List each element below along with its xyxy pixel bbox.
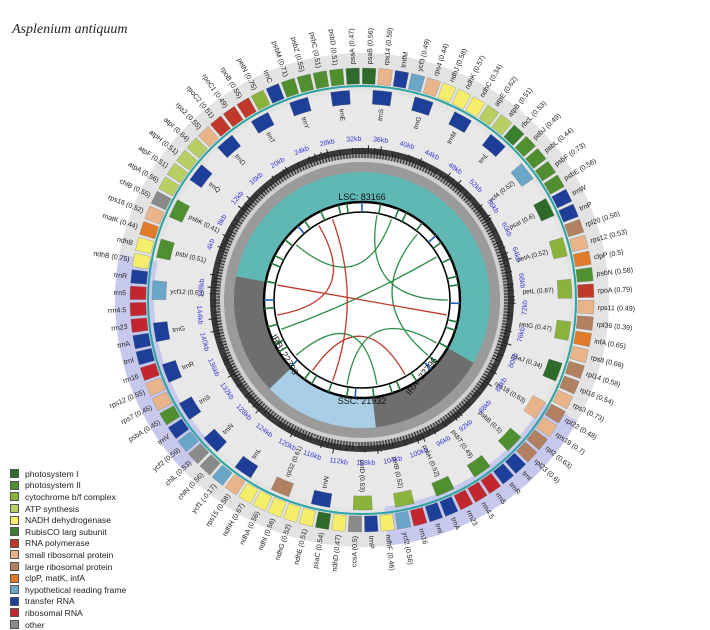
gene-label: ccsA (0.5) [351,536,359,567]
gene-block [578,300,594,314]
legend-label: hypothetical reading frame [25,585,126,595]
kb-tick-label: 108kb [356,460,375,467]
gene-block [378,69,393,86]
gene-block [554,320,571,340]
legend-swatch [10,620,19,629]
legend-swatch [10,504,19,513]
kb-tick-label: 32kb [346,136,362,144]
gene-block [380,514,395,531]
gc-spike [368,145,369,160]
kb-tick-label: 72kb [521,300,529,316]
legend-item: photosystem I [10,468,126,480]
gene-block [152,281,167,300]
gene-label: rrn4.5 [108,307,127,315]
ssc-label: SSC: 21932 [338,396,387,406]
legend-swatch [10,597,19,606]
repeat-tick [264,308,274,309]
gene-label: psaB (0.56) [367,28,375,64]
legend-item: photosystem II [10,480,126,492]
legend-swatch [10,492,19,501]
legend-swatch [10,562,19,571]
legend-item: RNA polymerase [10,538,126,550]
kb-tick-label: 148kb [198,278,206,298]
gene-block [153,321,170,341]
legend-swatch [10,539,19,548]
legend-label: large ribosomal protein [25,562,112,572]
legend-label: photosystem I [25,469,79,479]
gene-block [346,68,360,85]
legend-item: other [10,619,126,630]
gene-block [372,90,392,106]
legend-swatch [10,550,19,559]
gene-label: trnS [377,108,385,121]
legend-item: ribosomal RNA [10,607,126,619]
gene-block [557,279,572,298]
legend-label: transfer RNA [25,596,75,606]
gene-label: rpoA (0.79) [598,287,633,295]
gene-block [577,284,594,298]
gene-label: rrn5 [114,290,127,297]
gene-block [353,496,372,510]
gene-block [130,302,147,316]
gene-block [362,68,376,84]
legend-swatch [10,481,19,490]
legend-swatch [10,527,19,536]
gene-block [364,515,378,532]
gene-block [331,90,351,106]
gene-block [348,516,362,532]
gene-label: rps11 (0.49) [598,305,635,313]
legend-label: NADH dehydrogenase [25,515,111,525]
lsc-label: LSC: 83166 [338,192,386,202]
gene-block [576,267,593,282]
gene-block [131,318,148,333]
gene-block [576,316,593,331]
legend-swatch [10,585,19,594]
gene-block [332,514,347,531]
legend-swatch [10,608,19,617]
legend-item: clpP, matK, infA [10,572,126,584]
legend-label: ribosomal RNA [25,608,83,618]
gene-block [131,270,148,285]
gene-label: trnR [114,272,128,280]
legend-label: RubisCO larg subunit [25,527,107,537]
gene-label: psaA (0.47) [348,28,356,64]
legend-item: RubisCO larg subunit [10,526,126,538]
legend-item: small ribosomal protein [10,549,126,561]
legend-swatch [10,469,19,478]
legend-label: photosystem II [25,480,81,490]
legend-label: ATP synthesis [25,504,79,514]
gene-label: trnP [367,536,375,549]
legend-item: cytochrome b/f complex [10,491,126,503]
legend-label: small ribosomal protein [25,550,113,560]
legend-item: hypothetical reading frame [10,584,126,596]
legend-swatch [10,516,19,525]
gene-block [130,286,146,300]
legend-label: other [25,620,45,630]
legend-label: RNA polymerase [25,538,89,548]
legend-swatch [10,574,19,583]
gene-block [329,69,344,86]
legend-item: ATP synthesis [10,503,126,515]
legend-item: large ribosomal protein [10,561,126,573]
legend-item: NADH dehydrogenase [10,514,126,526]
legend-item: transfer RNA [10,596,126,608]
legend-label: clpP, matK, infA [25,573,85,583]
gene-label: trnE [337,109,345,122]
legend-label: cytochrome b/f complex [25,492,116,502]
